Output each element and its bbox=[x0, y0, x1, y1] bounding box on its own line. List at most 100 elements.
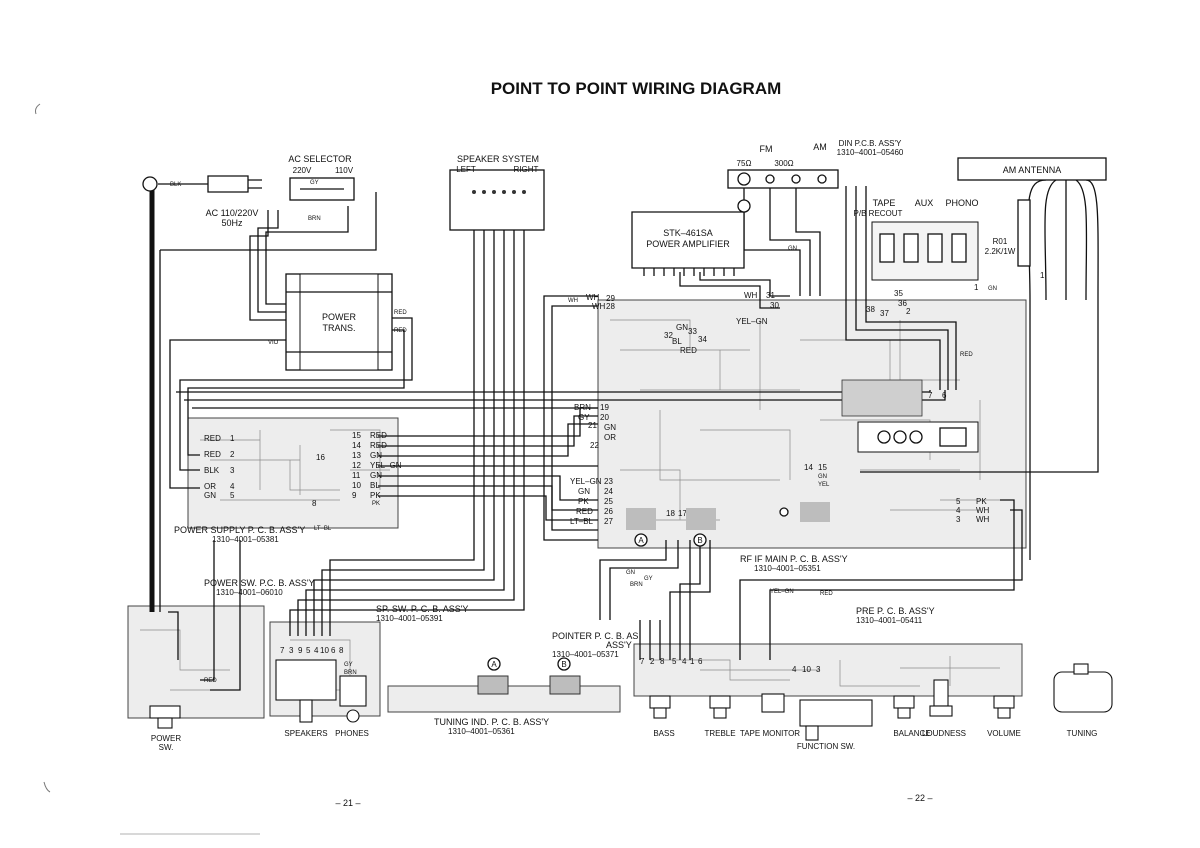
treble-knob[interactable] bbox=[709, 695, 731, 719]
fm-75-socket bbox=[737, 172, 751, 186]
speaker-system-title: SPEAKER SYSTEM bbox=[457, 154, 539, 164]
jack-t37: 37 bbox=[880, 309, 889, 318]
am-antenna-label: AM ANTENNA bbox=[1003, 165, 1062, 175]
amp-t34-color: RED bbox=[680, 346, 697, 355]
svg-text:4: 4 bbox=[314, 646, 319, 655]
ps-t11: 11 bbox=[352, 471, 361, 480]
stk-power-amplifier bbox=[631, 211, 745, 276]
ps-t4: 4 bbox=[230, 482, 235, 491]
power-supply-pcb-label: POWER SUPPLY P. C. B. ASS'Y bbox=[174, 525, 305, 535]
speaker-system-box bbox=[449, 169, 545, 231]
rf-t26-color: RED bbox=[576, 507, 593, 516]
pre-pcb bbox=[633, 643, 1023, 697]
ps-t9-color: PK bbox=[370, 491, 381, 500]
jack-t1: 1 bbox=[974, 283, 979, 292]
speakers-switch[interactable] bbox=[275, 659, 337, 723]
antenna-t1: 1 bbox=[1040, 271, 1045, 280]
rf-t19: 19 bbox=[600, 403, 609, 412]
amp-t32-color: GN bbox=[676, 323, 688, 332]
rf-t27-color: LT–BL bbox=[570, 517, 594, 526]
power-transformer bbox=[285, 273, 393, 371]
pre-pcb-label: PRE P. C. B. ASS'Y bbox=[856, 606, 935, 616]
volume-knob[interactable] bbox=[993, 695, 1015, 719]
din-pcb-number: 1310–4001–05460 bbox=[837, 148, 904, 157]
amp-t29: 29 bbox=[606, 294, 615, 303]
svg-text:GN: GN bbox=[988, 286, 997, 292]
r01-resistor bbox=[1017, 199, 1031, 267]
am-antenna-box bbox=[957, 157, 1107, 181]
aux-jack-label: AUX bbox=[915, 198, 934, 208]
svg-text:3: 3 bbox=[816, 665, 821, 674]
treble-label: TREBLE bbox=[704, 729, 735, 738]
amp-terminals: WH 29 WH 28 WH 31 30 YEL–GN 32 GN 33 BL … bbox=[586, 291, 779, 355]
ps-t2-color: RED bbox=[204, 450, 221, 459]
svg-text:4: 4 bbox=[792, 665, 797, 674]
svg-text:6: 6 bbox=[331, 646, 336, 655]
svg-text:1: 1 bbox=[690, 657, 695, 666]
svg-text:RED: RED bbox=[960, 352, 973, 358]
ps-left-terminals: RED 1 RED 2 BLK 3 OR 4 GN 5 bbox=[204, 434, 235, 500]
svg-text:PK: PK bbox=[372, 501, 380, 507]
rf-t18: 18 bbox=[666, 509, 675, 518]
jack-t35: 35 bbox=[894, 289, 903, 298]
page-number-right: – 22 – bbox=[907, 793, 932, 803]
amp-t29-color: WH bbox=[586, 293, 600, 302]
rf-t23: 23 bbox=[604, 477, 613, 486]
wire-color-tags: BLK VIO RED RED GY BRN GN RED RED YEL–GN… bbox=[170, 180, 997, 684]
am-label: AM bbox=[813, 142, 827, 152]
phono-jack-label: PHONO bbox=[945, 198, 978, 208]
tuning-knob[interactable] bbox=[1053, 663, 1113, 713]
amp-t32: 32 bbox=[664, 331, 673, 340]
sp-sw-pins: 7 3 9 5 4 10 6 8 bbox=[280, 646, 344, 655]
fm-75-ohm: 75Ω bbox=[737, 159, 752, 168]
svg-text:BRN: BRN bbox=[630, 582, 643, 588]
phones-label: PHONES bbox=[335, 729, 369, 738]
rf-connector-strips bbox=[626, 502, 830, 530]
rf-shield-can bbox=[841, 379, 923, 417]
ps-t16: 16 bbox=[316, 453, 325, 462]
rf-r3-color: WH bbox=[976, 515, 990, 524]
power-switch[interactable] bbox=[149, 705, 181, 729]
rf-t23-color: YEL–GN bbox=[570, 477, 602, 486]
stk-description: POWER AMPLIFIER bbox=[646, 239, 730, 249]
rf-if-pcb-number: 1310–4001–05351 bbox=[754, 564, 821, 573]
svg-text:BLK: BLK bbox=[170, 182, 181, 188]
speakers-label: SPEAKERS bbox=[284, 729, 327, 738]
balance-knob[interactable] bbox=[893, 695, 915, 719]
rf-t17: 17 bbox=[678, 509, 687, 518]
rf-if-pcb-label: RF IF MAIN P. C. B. ASS'Y bbox=[740, 554, 848, 564]
scan-mark bbox=[35, 103, 41, 115]
tape-monitor-switch[interactable] bbox=[761, 693, 785, 713]
power-trans-label-2: TRANS. bbox=[322, 323, 355, 333]
power-sw-pcb-label: POWER SW. P.C. B. ASS'Y bbox=[204, 578, 315, 588]
ps-t1-color: RED bbox=[204, 434, 221, 443]
power-sw-pcb-number: 1310–4001–06010 bbox=[216, 588, 283, 597]
svg-text:8: 8 bbox=[660, 657, 665, 666]
power-supply-pcb bbox=[187, 417, 399, 529]
svg-text:4: 4 bbox=[682, 657, 687, 666]
rf-t14: 14 bbox=[804, 463, 813, 472]
ps-t10-color: BL bbox=[370, 481, 380, 490]
ps-t14-color: RED bbox=[370, 441, 387, 450]
r01-label: R01 bbox=[993, 237, 1008, 246]
phones-jack[interactable] bbox=[339, 675, 367, 723]
bass-label: BASS bbox=[653, 729, 674, 738]
bass-knob[interactable] bbox=[649, 695, 671, 719]
ps-t13-color: GN bbox=[370, 451, 382, 460]
power-switch-label-2: SW. bbox=[159, 743, 174, 752]
svg-text:7: 7 bbox=[280, 646, 285, 655]
ps-t5: 5 bbox=[230, 491, 235, 500]
loudness-switch[interactable] bbox=[929, 679, 953, 717]
speaker-right-label: RIGHT bbox=[514, 165, 539, 174]
function-switch[interactable] bbox=[799, 699, 873, 741]
svg-text:2: 2 bbox=[650, 657, 655, 666]
sp-sw-pcb-number: 1310–4001–05391 bbox=[376, 614, 443, 623]
rf-t20: 20 bbox=[600, 413, 609, 422]
rf-t22-color: OR bbox=[604, 433, 616, 442]
ps-t12: 12 bbox=[352, 461, 361, 470]
page-title: POINT TO POINT WIRING DIAGRAM bbox=[491, 79, 782, 98]
antenna-terminal-block bbox=[727, 169, 839, 189]
amp-t31: 31 bbox=[766, 291, 775, 300]
svg-text:9: 9 bbox=[298, 646, 303, 655]
